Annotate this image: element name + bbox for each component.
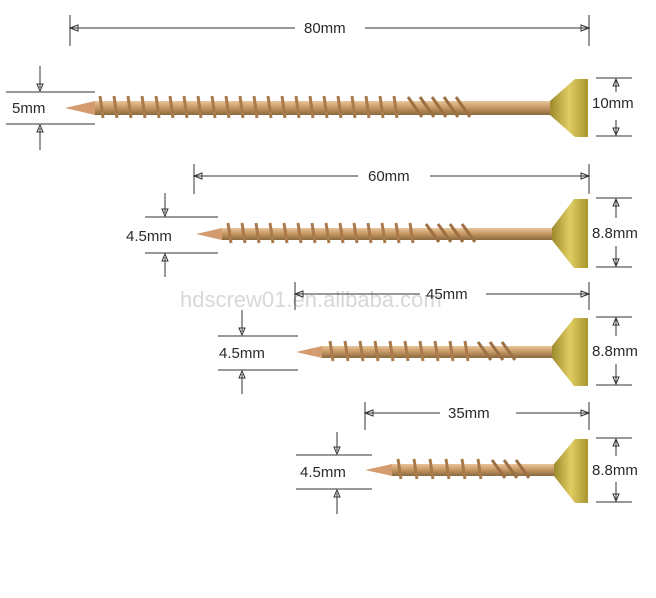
diameter-dimension-4 (296, 432, 372, 514)
threads-1 (98, 95, 472, 119)
screw-body-3 (296, 318, 588, 386)
diameter-dimension-2 (145, 193, 218, 277)
screw-1: 80mm 5mm 10mm (6, 15, 634, 150)
diameter-label-4: 4.5mm (300, 464, 346, 481)
length-dimension-1 (68, 15, 591, 46)
screw-body-4 (365, 439, 588, 503)
screw-body-2 (196, 199, 588, 268)
diameter-label-3: 4.5mm (219, 345, 265, 362)
head-dimension-1 (596, 77, 632, 137)
head-dimension-3 (596, 316, 632, 386)
length-label-2: 60mm (368, 168, 410, 185)
head-label-2: 8.8mm (592, 225, 638, 242)
head-dimension-2 (596, 197, 632, 268)
screw-4: 35mm 4.5mm 8.8mm (296, 402, 638, 514)
head-dimension-4 (596, 437, 632, 503)
diameter-label-1: 5mm (12, 100, 45, 117)
head-label-4: 8.8mm (592, 462, 638, 479)
screw-2: 60mm 4.5mm 8.8mm (126, 164, 638, 277)
length-dimension-3 (293, 282, 591, 310)
diameter-dimension-3 (218, 310, 298, 394)
diameter-label-2: 4.5mm (126, 228, 172, 245)
screw-body-1 (65, 79, 588, 137)
screw-3: 45mm 4.5mm 8.8mm (218, 282, 638, 394)
head-label-1: 10mm (592, 95, 634, 112)
length-label-3: 45mm (426, 286, 468, 303)
head-label-3: 8.8mm (592, 343, 638, 360)
diameter-dimension-1 (6, 66, 95, 150)
length-dimension-2 (192, 164, 591, 194)
watermark: hdscrew01.en.alibaba.com (180, 287, 442, 312)
length-dimension-4 (363, 402, 591, 430)
length-label-1: 80mm (304, 20, 346, 37)
length-label-4: 35mm (448, 405, 490, 422)
